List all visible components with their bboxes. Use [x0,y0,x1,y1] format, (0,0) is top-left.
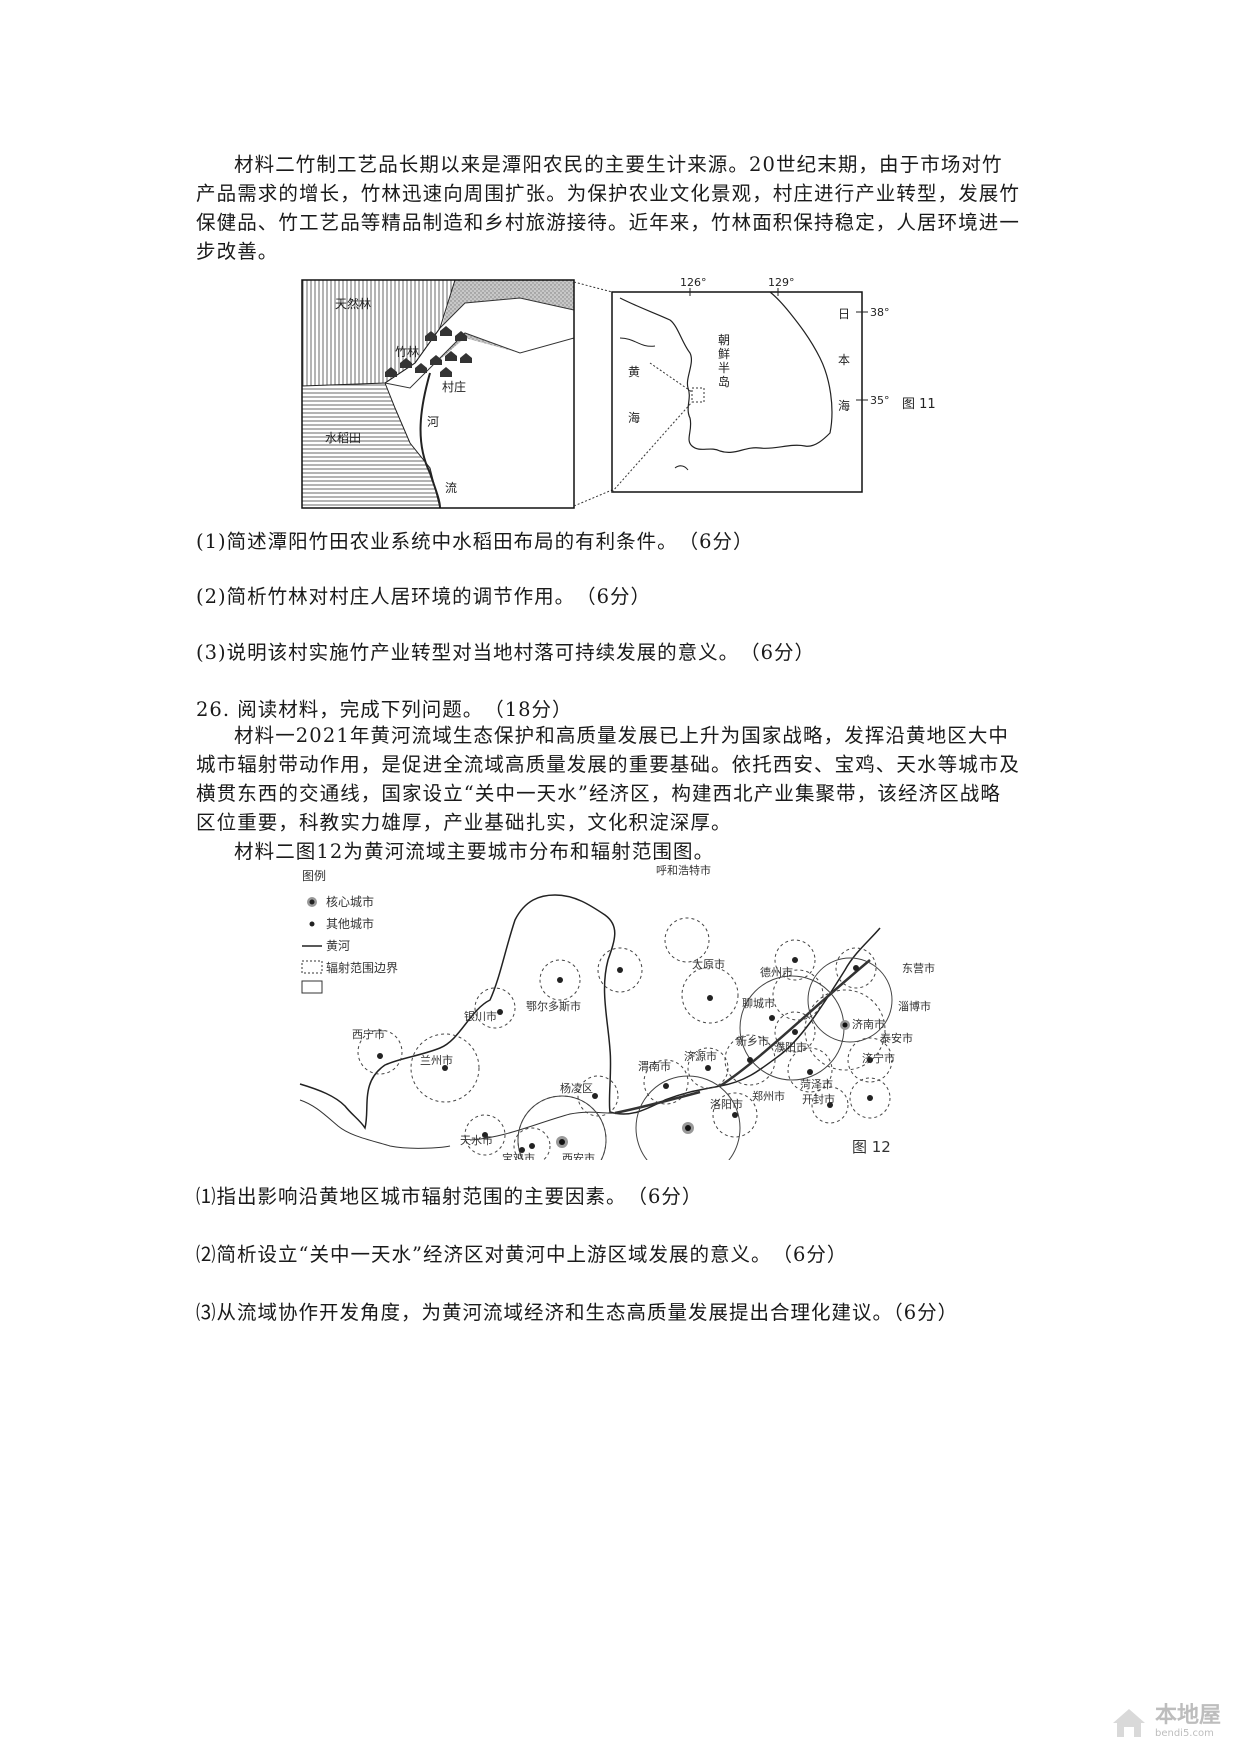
figure-11: 天然林 竹林 水稻田 村庄 河 流 126° 129° 38° 35° 黄 海 … [301,276,936,509]
city-jiyuan: 济源市 [684,1049,717,1063]
figure-12-caption: 图 12 [852,1138,891,1156]
peninsula-3: 半 [718,361,730,375]
material-1-paragraph: 材料一2021年黄河流域生态保护和高质量发展已上升为国家战略，发挥沿黄地区大中 … [196,721,1056,866]
study-area-box [691,387,705,403]
city-xinxiang: 新乡市 [736,1034,769,1048]
question-26-2: ⑵简析设立“关中一天水”经济区对黄河中上游区域发展的意义。 （6分） [196,1243,848,1266]
label-natural-forest: 天然林 [335,296,371,311]
lat-label-35: 35° [870,394,890,407]
question-25-3: (3)说明该村实施竹产业转型对当地村落可持续发展的意义。 （6分） [196,641,816,664]
japan-sea-3: 海 [838,398,850,413]
legend-other-city: 其他城市 [326,916,374,931]
connector-line [573,281,613,293]
city-lanzhou: 兰州市 [420,1053,453,1067]
city-puyang: 濮阳市 [774,1040,807,1054]
city-jinan: 济南市 [852,1017,885,1031]
text-line: 材料二图12为黄河流域主要城市分布和辐射范围图。 [234,840,715,863]
text-line: 材料二竹制工艺品长期以来是潭阳农民的主要生计来源。20世纪末期，由于市场对竹 [234,153,1003,176]
text-line: 步改善。 [196,240,279,263]
question-26-1: ⑴指出影响沿黄地区城市辐射范围的主要因素。 （6分） [196,1185,703,1208]
legend: 图例 核心城市 其他城市 黄河 辐射范围边界 [301,869,398,994]
core-radiation-circles [517,957,893,1160]
peninsula-1: 朝 [718,333,730,347]
city-taiyuan: 太原市 [692,957,725,971]
lon-label-126: 126° [680,276,707,289]
yellow-river-line [299,894,881,1130]
lon-label-129: 129° [768,276,795,289]
house-icons [385,326,472,377]
question-26-header: 26. 阅读材料，完成下列问题。 （18分） [196,698,573,721]
material-2-paragraph: 材料二竹制工艺品长期以来是潭阳农民的主要生计来源。20世纪末期，由于市场对竹 产… [196,150,1056,266]
text-line: 横贯东西的交通线，国家设立“关中一天水”经济区，构建西北产业集聚带，该经济区战略 [196,782,1001,805]
natural-forest-area [302,280,455,386]
japan-sea-2: 本 [838,353,850,367]
question-25-2: (2)简析竹林对村庄人居环境的调节作用。 （6分） [196,585,652,608]
text-line: 产品需求的增长，竹林迅速向周围扩张。为保护农业文化景观，村庄进行产业转型，发展竹 [196,182,1021,205]
city-kaifeng: 开封市 [802,1092,835,1106]
text-line: 材料一2021年黄河流域生态保护和高质量发展已上升为国家战略，发挥沿黄地区大中 [234,724,1010,747]
city-luoyang: 洛阳市 [710,1097,743,1111]
label-bamboo: 竹林 [395,345,419,359]
city-xian: 西安市 [562,1151,595,1160]
city-dezhou: 德州市 [760,965,793,979]
city-huhehaote: 呼和浩特市 [656,863,711,877]
city-jining: 济宁市 [862,1051,895,1065]
figure-11-caption: 图 11 [902,397,936,412]
peninsula-4: 岛 [718,374,730,389]
label-paddy: 水稻田 [325,431,361,445]
yellow-sea-2: 海 [628,410,640,425]
label-village: 村庄 [442,379,466,394]
text-line: 城市辐射带动作用，是促进全流域高质量发展的重要基础。依托西安、宝鸡、天水等城市及 [196,753,1021,776]
city-tianshui: 天水市 [460,1133,493,1147]
village-land-use-map: 天然林 竹林 水稻田 村庄 河 流 [301,279,575,509]
question-26-3: ⑶从流域协作开发角度，为黄河流域经济和生态高质量发展提出合理化建议。（6分） [196,1301,959,1324]
watermark: 本地屋 bendi5.com [1109,1704,1221,1740]
peninsula-2: 鲜 [718,347,730,361]
figure-12: 图例 核心城市 其他城市 黄河 辐射范围边界 [299,863,935,1160]
city-xining: 西宁市 [352,1027,385,1041]
connector-line [573,489,613,507]
watermark-name: 本地屋 [1154,1703,1221,1728]
text-line: 保健品、竹工艺品等精品制造和乡村旅游接待。近年来，竹林面积保持稳定，人居环境进一 [196,211,1021,234]
city-zibo: 淄博市 [898,999,931,1013]
radiation-circles [357,917,893,1160]
house-logo-icon [1112,1709,1145,1737]
yellow-sea-1: 黄 [628,365,640,379]
river-line [419,372,441,509]
peninsula-coastline [619,291,833,453]
legend-core-city: 核心城市 [326,894,374,909]
legend-yellow-river: 黄河 [326,939,350,953]
city-eerduosi: 鄂尔多斯市 [526,999,581,1013]
label-river-1: 河 [427,415,439,429]
city-heze: 菏泽市 [800,1077,833,1091]
paddy-field-area [302,383,440,508]
text-line: 区位重要，科教实力雄厚，产业基础扎实，文化积淀深厚。 [196,811,732,834]
city-baoji: 宝鸡市 [502,1151,535,1160]
question-25-1: (1)简述潭阳竹田农业系统中水稻田布局的有利条件。 （6分） [196,530,754,553]
legend-title: 图例 [302,869,326,883]
city-dongying: 东营市 [902,961,935,975]
city-taian: 泰安市 [880,1031,913,1045]
city-points [377,957,873,1153]
korean-peninsula-map: 126° 129° 38° 35° 黄 海 朝 鲜 半 岛 日 本 海 [611,276,890,493]
watermark-url: bendi5.com [1154,1728,1214,1739]
legend-radiation-boundary: 辐射范围边界 [326,960,398,975]
label-river-2: 流 [445,481,457,495]
japan-sea-1: 日 [838,307,850,321]
city-yangling: 杨凌区 [560,1081,593,1095]
city-yinchuan: 银川市 [464,1009,497,1023]
city-weinan: 渭南市 [638,1059,671,1073]
city-zhengzhou: 郑州市 [752,1089,785,1103]
city-liaocheng: 聊城市 [742,996,775,1010]
lat-label-38: 38° [870,306,890,319]
